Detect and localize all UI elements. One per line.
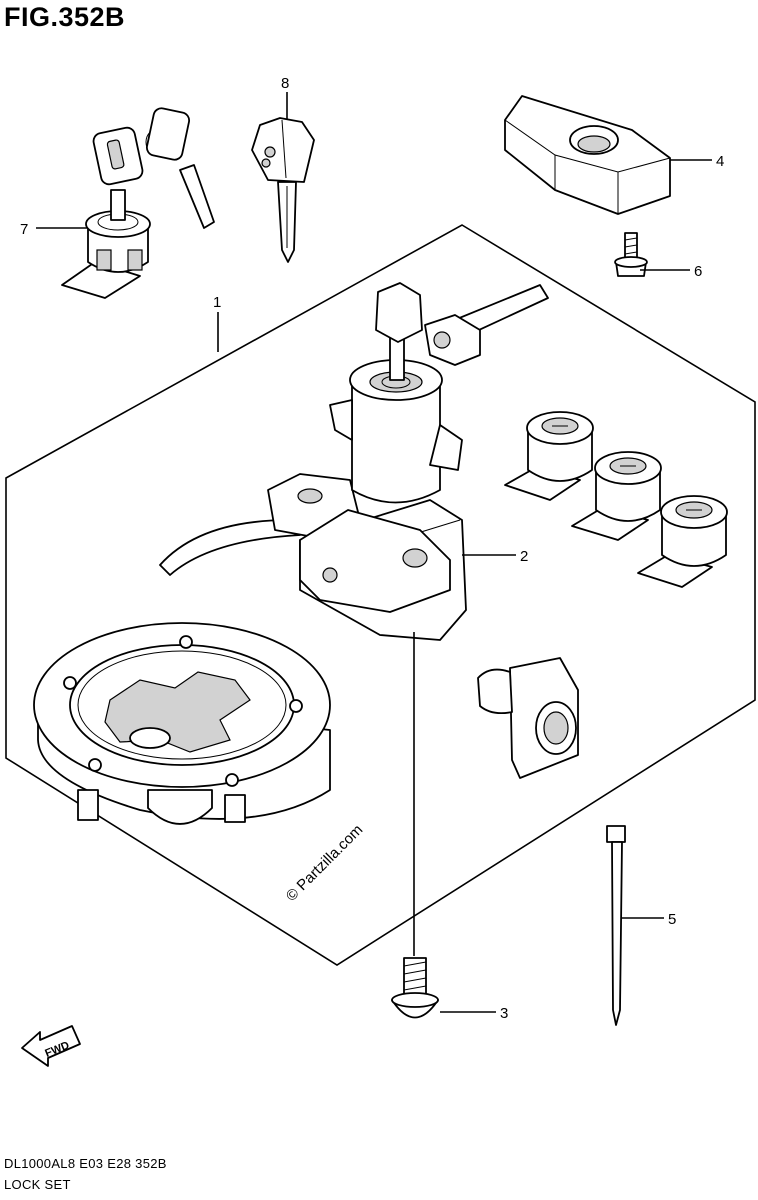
lock-cylinder-b[interactable] [571,451,662,541]
callout-2: 2 [520,548,528,565]
part-7-seat-lock[interactable] [61,107,215,299]
callout-3: 3 [500,1005,508,1022]
model-code: DL1000AL8 E03 E28 352B [4,1156,167,1171]
fuel-cap-lock[interactable] [33,622,331,825]
part-2-ignition-switch[interactable] [159,282,549,641]
callout-4: 4 [716,153,724,170]
part-8-key[interactable] [251,117,315,263]
callout-5: 5 [668,911,676,928]
lock-cylinder-a[interactable] [504,411,594,501]
leader-lines [36,92,712,1013]
callout-1: 1 [213,294,221,311]
assembly-boundary-outline [5,224,756,966]
lock-cylinder-c[interactable] [637,495,728,588]
part-5-cable-tie[interactable] [606,825,626,1026]
section-name: LOCK SET [4,1177,71,1192]
callout-7: 7 [20,221,28,238]
fwd-direction-arrow: FWD [21,1025,81,1067]
helmet-lock[interactable] [477,657,579,779]
figure-title: FIG.352B [4,2,126,32]
callout-8: 8 [281,75,289,92]
watermark: © Partzilla.com [283,821,366,904]
callout-6: 6 [694,263,702,280]
part-6-bolt[interactable] [614,232,648,277]
part-3-screw[interactable] [391,957,439,1019]
part-4-cover[interactable] [504,95,671,215]
